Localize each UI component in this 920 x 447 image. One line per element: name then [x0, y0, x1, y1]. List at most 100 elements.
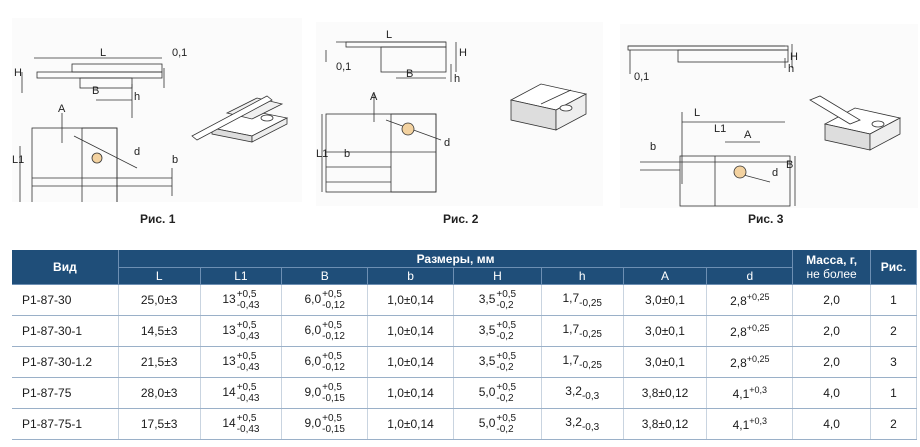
row-name: Р1-87-75 — [22, 386, 72, 400]
cell-name: Р1-87-75-1 — [12, 408, 119, 440]
cell-a: 3,8±0,12 — [623, 408, 708, 440]
header-col-h: h — [541, 267, 624, 285]
cell-fig: 3 — [870, 346, 918, 378]
fig2-label-L: L — [386, 29, 392, 41]
cell-l1: 14+0,5-0,43 — [200, 408, 283, 440]
tolerance-lower: -0,43 — [236, 424, 260, 435]
header-col-b: B — [281, 267, 369, 285]
cell-name: Р1-87-30-1.2 — [12, 346, 119, 378]
value-h: 1,7 — [562, 291, 580, 305]
value-mass: 4,0 — [823, 386, 840, 400]
cell-l1: 13+0,5-0,43 — [200, 346, 283, 378]
tolerance-upper: +0,5 — [322, 320, 342, 331]
cell-l: 21,5±3 — [118, 346, 201, 378]
tolerance-lower: -0,25 — [579, 329, 602, 340]
value-d: 4,1 — [732, 418, 750, 432]
tolerance-upper: +0,5 — [322, 351, 342, 362]
fig3-label-L: L — [694, 107, 700, 119]
cell-d: 2,8+0,25 — [706, 284, 794, 316]
cell-l: 17,5±3 — [118, 408, 201, 440]
tolerance-h: +0,5-0,2 — [496, 320, 516, 342]
header-col-l1: L1 — [200, 267, 283, 285]
tolerance-upper: +0,5 — [322, 382, 342, 393]
tolerance-lower: -0,2 — [496, 300, 514, 311]
tolerance-upper: +0,3 — [749, 416, 768, 426]
cell-b: 1,0±0,14 — [367, 346, 454, 378]
fig2-label-B: B — [406, 68, 413, 80]
value-b: 6,0 — [304, 292, 322, 307]
cell-l: 25,0±3 — [118, 284, 201, 316]
fig1-label-d: d — [134, 146, 140, 158]
tolerance-upper: +0,5 — [496, 289, 517, 300]
fig3-label-A: A — [744, 129, 752, 141]
cell-mass: 4,0 — [792, 377, 871, 409]
value-b: 9,0 — [304, 416, 322, 431]
value-h: 3,2 — [565, 384, 582, 398]
value-b: 1,0±0,14 — [387, 324, 434, 338]
cell-h: 3,5+0,5-0,2 — [453, 315, 542, 347]
cell-b: 1,0±0,14 — [367, 408, 454, 440]
cell-a: 3,0±0,1 — [623, 346, 708, 378]
tolerance-upper: +0,5 — [496, 320, 517, 331]
value-a: 3,0±0,1 — [645, 324, 685, 338]
fig3-label-h: h — [788, 63, 794, 75]
tolerance-lower: -0,2 — [496, 362, 514, 373]
value-d: 2,8 — [730, 325, 747, 339]
tolerance-upper: +0,25 — [746, 292, 770, 302]
fig1-label-L: L — [100, 47, 106, 59]
value-fig: 1 — [890, 293, 897, 307]
value-h: 5,0 — [478, 416, 496, 431]
cell-name: Р1-87-30 — [12, 284, 119, 316]
tolerance-h: +0,5-0,2 — [496, 413, 516, 435]
cell-fig: 2 — [870, 408, 918, 440]
cell-b: 1,0±0,14 — [367, 315, 454, 347]
cell-name: Р1-87-30-1 — [12, 315, 119, 347]
cell-h: 3,2-0,3 — [541, 408, 624, 440]
fig2-label-b: b — [344, 148, 350, 160]
tolerance-upper: +0,5 — [236, 289, 257, 300]
cell-b: 9,0+0,5-0,15 — [281, 408, 369, 440]
tolerance-h: +0,5-0,2 — [496, 382, 516, 404]
value-b: 1,0±0,14 — [387, 293, 434, 307]
value-h: 3,5 — [478, 292, 496, 307]
cell-d: 2,8+0,25 — [706, 346, 794, 378]
value-h: 1,7 — [562, 353, 580, 367]
tolerance-upper: +0,5 — [322, 289, 342, 300]
cell-fig: 1 — [870, 284, 918, 316]
fig3-label-L1: L1 — [714, 123, 726, 135]
value-b: 1,0±0,14 — [387, 355, 434, 369]
header-sizes: Размеры, мм — [118, 250, 794, 268]
cell-b: 1,0±0,14 — [367, 377, 454, 409]
header-mass-line1: Масса, г, — [806, 253, 858, 267]
value-a: 3,8±0,12 — [641, 386, 689, 400]
value-fig: 2 — [890, 417, 897, 431]
cell-b: 1,0±0,14 — [367, 284, 454, 316]
fig2-label-H: H — [459, 47, 467, 59]
tolerance-lower: -0,25 — [579, 360, 602, 371]
tolerance-lower: -0,15 — [322, 424, 345, 435]
tolerance-b: +0,5-0,12 — [322, 351, 345, 373]
header-mass-line2: не более — [806, 267, 857, 281]
row-name: Р1-87-75-1 — [22, 417, 83, 431]
value-a: 3,0±0,1 — [645, 355, 685, 369]
tolerance-upper: +0,25 — [746, 323, 770, 333]
cell-a: 3,0±0,1 — [623, 284, 708, 316]
figure-1-drawing: L 0,1 H B h A L1 d b — [12, 18, 302, 202]
cell-b: 6,0+0,5-0,12 — [281, 315, 369, 347]
tolerance-l1: +0,5-0,43 — [237, 382, 260, 404]
tolerance-l1: +0,5-0,43 — [237, 320, 260, 342]
cell-a: 3,8±0,12 — [623, 377, 708, 409]
value-mass: 2,0 — [823, 355, 840, 369]
figure-2-caption: Рис. 2 — [443, 212, 479, 226]
tolerance-lower: -0,2 — [496, 393, 514, 404]
cell-d: 4,1+0,3 — [706, 408, 794, 440]
tolerance-upper: +0,5 — [496, 413, 517, 424]
figure-2-svg: L H 0,1 B h A d L1 b — [316, 29, 588, 193]
fig1-label-t: 0,1 — [172, 47, 187, 59]
tolerance-upper: +0,5 — [236, 351, 257, 362]
fig1-label-A: A — [58, 103, 66, 115]
cell-mass: 2,0 — [792, 315, 871, 347]
header-col-b: b — [367, 267, 454, 285]
cell-h: 1,7-0,25 — [541, 346, 624, 378]
